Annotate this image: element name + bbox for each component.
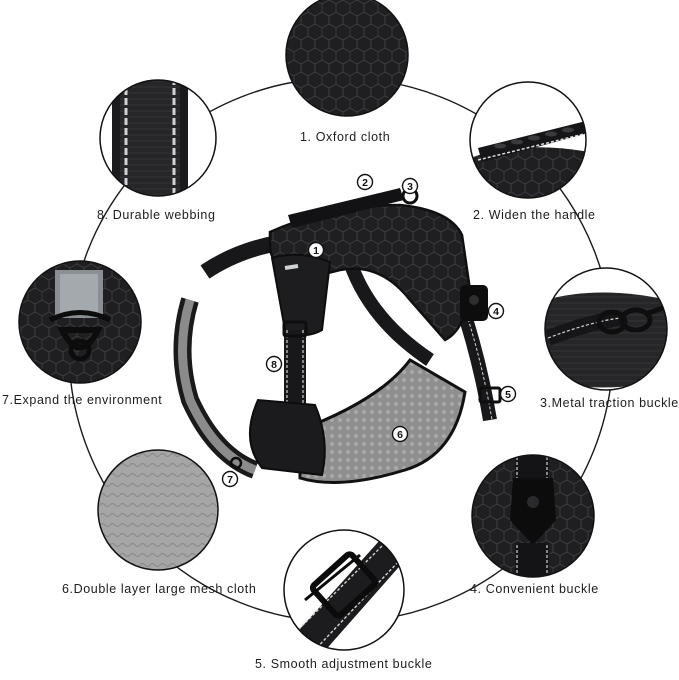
caption-oxford-cloth: 1. Oxford cloth	[300, 130, 391, 144]
dog-harness	[173, 187, 502, 484]
marker-label: 6	[397, 429, 403, 441]
caption-expand-environment: 7.Expand the environment	[2, 393, 163, 407]
caption-mesh-cloth: 6.Double layer large mesh cloth	[62, 582, 257, 596]
marker-8: 8	[265, 355, 283, 373]
reflective-webbing-closeup	[99, 79, 217, 197]
adjustment-buckle-closeup	[283, 529, 405, 651]
d-ring-closeup	[18, 260, 142, 384]
marker-7: 7	[221, 470, 239, 488]
marker-6: 6	[391, 425, 409, 443]
marker-label: 5	[505, 389, 511, 401]
marker-label: 8	[271, 359, 277, 371]
marker-label: 7	[227, 474, 233, 486]
mesh-cloth-closeup	[97, 449, 219, 571]
caption-adjustment-buckle: 5. Smooth adjustment buckle	[255, 657, 433, 671]
metal-buckle-closeup	[544, 267, 668, 391]
marker-2: 2	[356, 173, 374, 191]
caption-widen-handle: 2. Widen the handle	[473, 208, 596, 222]
marker-label: 4	[493, 306, 499, 318]
marker-1: 1	[307, 241, 325, 259]
side-release-buckle-closeup	[471, 454, 595, 578]
number-markers: 1 2 3 4 5 6 7 8	[221, 173, 517, 488]
marker-label: 3	[407, 181, 413, 193]
marker-label: 2	[362, 177, 368, 189]
marker-4: 4	[487, 302, 505, 320]
handle-closeup	[469, 81, 587, 199]
marker-label: 1	[313, 245, 319, 257]
marker-5: 5	[499, 385, 517, 403]
caption-metal-buckle: 3.Metal traction buckle	[540, 396, 679, 410]
caption-durable-webbing: 8. Durable webbing	[97, 208, 216, 222]
oxford-cloth-closeup	[285, 0, 409, 117]
caption-convenient-buckle: 4. Convenient buckle	[470, 582, 599, 596]
marker-3: 3	[401, 177, 419, 195]
